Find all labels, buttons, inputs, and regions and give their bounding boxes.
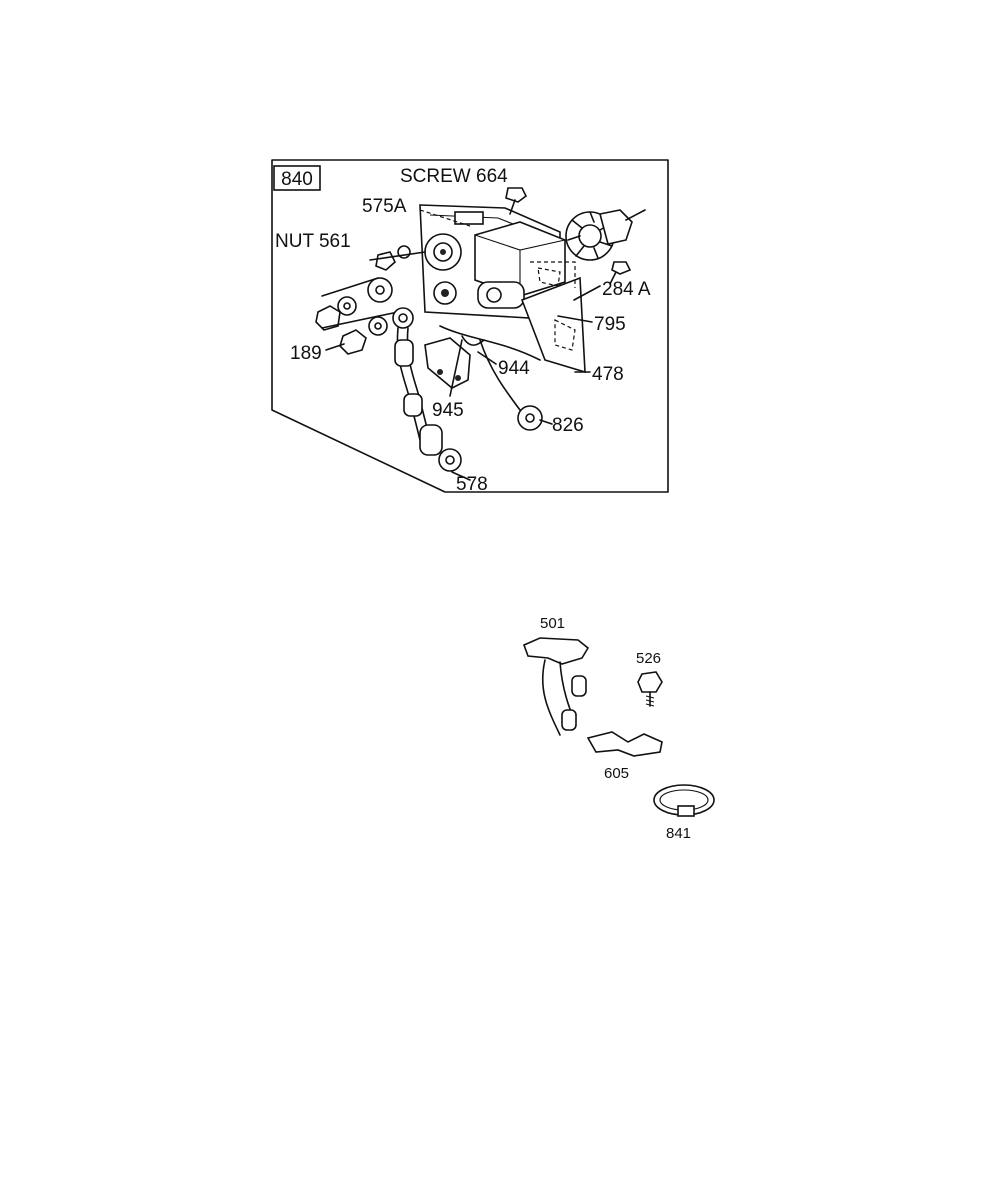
label-575a: 575A: [362, 196, 407, 217]
part-501: [522, 637, 590, 736]
label-284a: 284 A: [602, 279, 651, 300]
nut-189-cluster: [315, 277, 399, 355]
assembly-id-box: [273, 165, 321, 191]
assembly-840: 840: [271, 159, 669, 495]
part-526: [637, 671, 663, 707]
label-826: 826: [552, 415, 584, 436]
part-841: [653, 784, 715, 817]
assembly-frame: [271, 159, 669, 493]
part-605: [586, 731, 663, 757]
label-189: 189: [290, 343, 322, 364]
wire-944: [439, 325, 543, 431]
bracket-945: [424, 337, 471, 389]
label-795: 795: [594, 314, 626, 335]
screw-284a: [609, 261, 632, 285]
label-841: 841: [666, 825, 691, 842]
label-578: 578: [456, 474, 488, 495]
kit-parts: 501 526 605 841: [522, 615, 715, 842]
bracket-slot: [454, 211, 484, 225]
label-screw-664: SCREW 664: [400, 166, 508, 187]
cable-578: [392, 307, 462, 472]
hex-plate: [599, 209, 633, 245]
label-526: 526: [636, 650, 661, 667]
label-501: 501: [540, 615, 565, 632]
label-944: 944: [498, 358, 530, 379]
screw-664: [505, 187, 528, 215]
label-605: 605: [604, 765, 629, 782]
label-945: 945: [432, 400, 464, 421]
label-478: 478: [592, 364, 624, 385]
assembly-id-label: 840: [281, 169, 313, 190]
nut-561-stack: [367, 245, 426, 303]
label-nut-561: NUT 561: [275, 231, 351, 252]
